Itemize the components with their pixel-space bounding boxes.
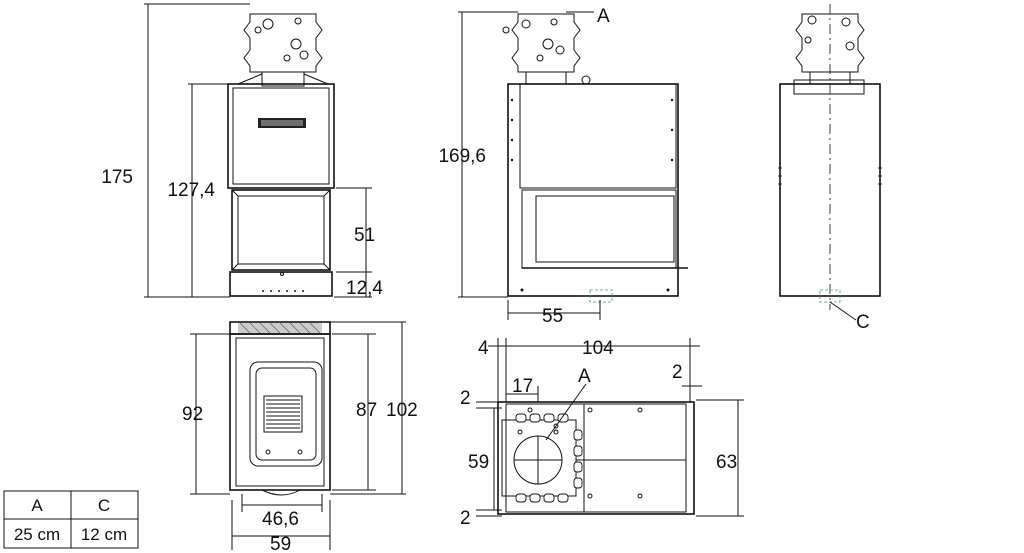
dim-4: 4 (478, 338, 489, 359)
table-value-a: 25 cm (14, 525, 60, 544)
side-view: A 169,6 55 (438, 6, 688, 327)
dim-total-height: 175 (101, 167, 133, 188)
dim-17: 17 (512, 376, 533, 397)
dim-63: 63 (716, 452, 737, 473)
dim-2-bottom: 2 (460, 508, 471, 529)
table-header-a: A (31, 496, 43, 515)
dim-side-height: 169,6 (438, 146, 486, 167)
top-view: A 4 104 17 2 2 59 63 2 (460, 338, 744, 529)
dim-2-right: 2 (672, 362, 683, 383)
dim-length-104: 104 (582, 338, 614, 359)
dim-width-59: 59 (270, 534, 291, 553)
plan-view: 92 87 102 46,6 59 (182, 321, 418, 553)
dim-opening-width: 46,6 (262, 509, 299, 530)
table-header-c: C (98, 496, 110, 515)
dim-opening-height: 51 (354, 225, 375, 246)
dim-base-height: 12,4 (346, 278, 383, 299)
dim-outer-depth: 102 (386, 400, 418, 421)
rear-view: C (778, 4, 882, 333)
legend-table: A C 25 cm 12 cm (3, 490, 139, 549)
label-c: C (856, 312, 870, 333)
label-a-side: A (597, 6, 610, 27)
label-a-top: A (578, 366, 591, 387)
dim-inner-depth: 92 (182, 404, 203, 425)
dim-2-top: 2 (460, 388, 471, 409)
dim-side-depth: 55 (542, 306, 563, 327)
front-view: 175 127,4 51 12,4 (101, 3, 383, 299)
dim-body-height: 127,4 (167, 180, 215, 201)
dim-depth-87: 87 (356, 400, 377, 421)
table-value-c: 12 cm (81, 525, 127, 544)
dim-59-top: 59 (468, 452, 489, 473)
